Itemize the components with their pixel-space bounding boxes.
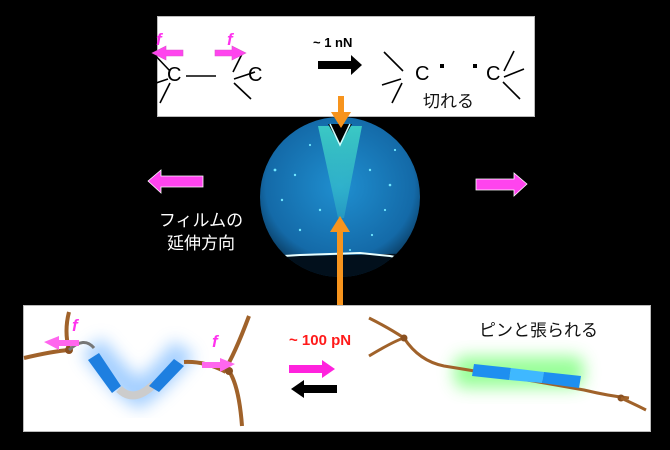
black-arrow-icon [318, 55, 362, 75]
stretch-direction-label: フィルムの 延伸方向 [158, 211, 244, 254]
bond-break-label: 切れる [423, 92, 474, 112]
bond-lines [149, 45, 525, 104]
force-label: f [72, 316, 78, 335]
polymer-illustration [23, 311, 647, 427]
carbon-atom: C [486, 63, 501, 85]
force-label: f [212, 332, 218, 351]
force-magnitude-label: ~ 1 nN [313, 35, 353, 50]
carbon-atom: C [167, 64, 182, 86]
stretched-label: ピンと張られる [479, 321, 598, 341]
force-magnitude-label: ~ 100 pN [289, 332, 352, 349]
arrow-left-icon [147, 169, 204, 194]
carbon-atom: C [248, 64, 263, 86]
arrow-right-icon [475, 172, 528, 197]
black-arrow-icon [291, 380, 337, 398]
mechanophore-panel: f f ~ 100 pN ピンと張られる [23, 305, 651, 432]
bond-scission-panel: f f C C ~ 1 nN C C 切れる [149, 16, 535, 117]
magenta-arrow-icon [289, 360, 335, 378]
force-label: f [227, 30, 233, 49]
carbon-atom: C [415, 63, 430, 85]
force-label: f [156, 30, 162, 49]
